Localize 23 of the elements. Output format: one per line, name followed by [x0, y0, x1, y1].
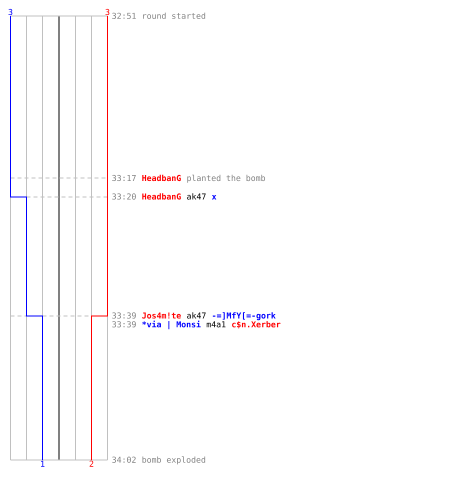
player-count: 3 [106, 8, 110, 16]
event-time: 33:20 [112, 193, 136, 200]
player-count: 3 [8, 8, 12, 16]
player-count: 1 [41, 460, 44, 467]
weapon-name: m4a1 [206, 321, 226, 328]
event-time: 33:39 [112, 312, 136, 319]
event-text: round started [143, 12, 206, 19]
event-time: 33:39 [112, 321, 136, 328]
player-name: *via | Monsi [142, 320, 201, 330]
player-name: c$n.Xerber [232, 321, 280, 328]
player-name: HeadbanG [142, 174, 181, 182]
event-time: 32:51 [112, 12, 136, 19]
player-name: -=]MfY[=-gork [212, 312, 276, 320]
player-name: HeadbanG [142, 193, 181, 200]
event-time: 33:17 [112, 174, 136, 182]
weapon-name: ak47 [187, 193, 206, 200]
player-name: Jos4m!te [142, 312, 181, 319]
weapon-name: ak47 [187, 312, 206, 319]
event-text: bomb exploded [142, 456, 206, 464]
player-name: x [212, 195, 216, 200]
event-time: 34:02 [112, 456, 136, 463]
player-count: 2 [90, 460, 94, 467]
event-text: planted the bomb [187, 174, 266, 183]
